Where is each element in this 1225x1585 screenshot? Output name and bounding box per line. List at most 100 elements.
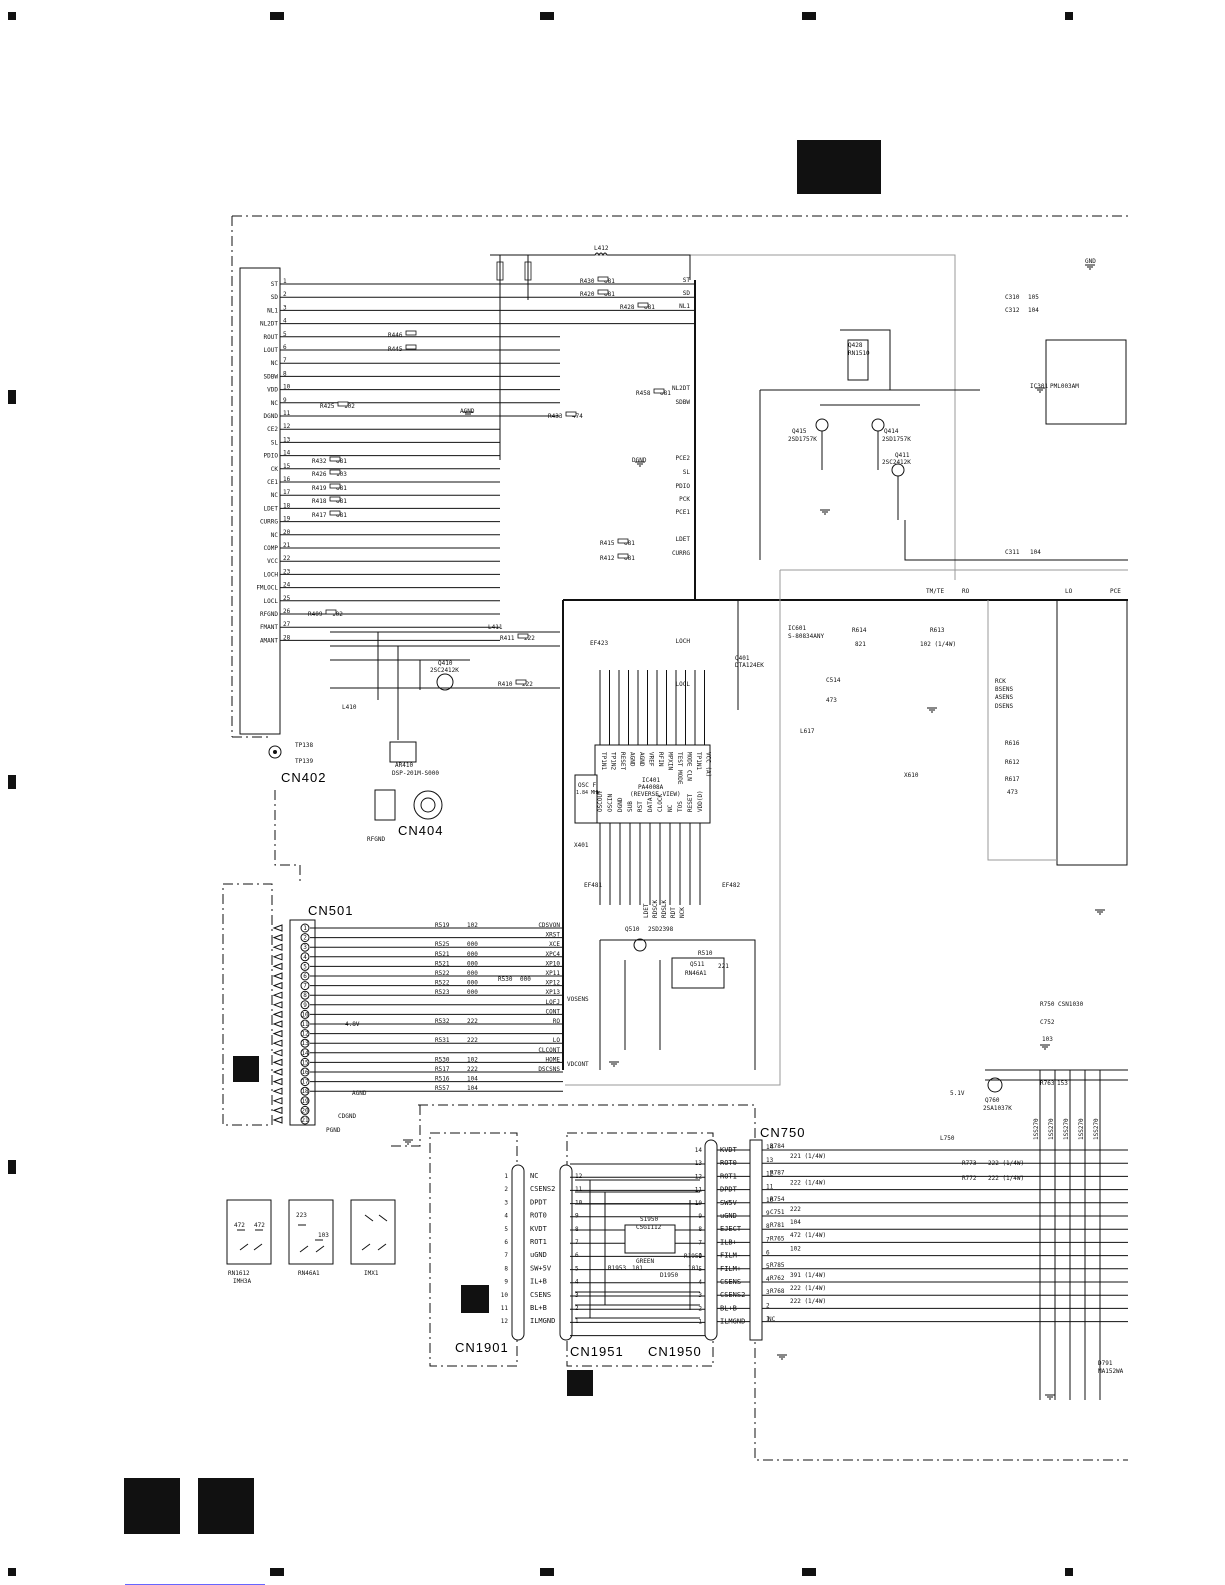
resistor-value: 103	[336, 471, 347, 478]
package-rn1612	[226, 1199, 272, 1265]
ic401-pin-label: DGND	[617, 797, 624, 812]
page-tab-b	[198, 1478, 254, 1534]
cn402-pin-name: VCC	[267, 558, 278, 565]
cn501-signal: XP13	[546, 989, 561, 996]
cn1950-body	[704, 1139, 718, 1341]
cn1950-pin-number: 8	[698, 1226, 702, 1233]
cn501-signal: LO	[553, 1037, 561, 1044]
r616-label: R616	[1005, 740, 1020, 747]
cn402-pin-number: 26	[283, 608, 291, 615]
green-label: GREEN	[636, 1258, 655, 1265]
resistor-ref: R417	[312, 512, 327, 519]
cn501-pin	[300, 1019, 310, 1029]
pkg-rn46a1-r1: 223	[296, 1212, 307, 1219]
cn1951-pin-number: 2	[575, 1305, 579, 1312]
cn501-arrow	[272, 1077, 283, 1086]
cn1951-label: CN1951	[570, 1344, 624, 1359]
cn501-resistor-value: 000	[467, 980, 478, 987]
cn501-signal: CLCONT	[538, 1047, 560, 1054]
cn1030-label: CSN1030	[1058, 1001, 1084, 1008]
cn501-resistor-value: 104	[467, 1076, 478, 1083]
cn402-pin-number: 3	[283, 304, 287, 311]
cn1951-pin-number: 4	[575, 1279, 579, 1286]
q411-part: 2SC2412K	[882, 459, 911, 466]
cn402-pin-name: DGND	[264, 413, 279, 420]
cn750-part-ref: C751	[770, 1209, 785, 1216]
cn750-part-value: 222 (1/4W)	[790, 1285, 826, 1292]
cn501-arrow	[272, 1097, 283, 1105]
package-rn46a1	[288, 1199, 334, 1265]
cn402-pin-name: RFGND	[260, 611, 278, 618]
resistor-ref: R458	[636, 390, 651, 397]
cn501-arrow	[272, 972, 283, 980]
resistor-symbol	[405, 330, 417, 336]
cn501-pin-number: 16	[301, 1069, 309, 1076]
ground-symbol	[1035, 387, 1045, 393]
resistor-symbol	[329, 496, 341, 502]
cn750-pin-number: 8	[766, 1223, 770, 1230]
resistor-ref: R409	[308, 611, 323, 618]
cn501-pin-number: 17	[301, 1079, 309, 1086]
cn402-pin-number: 22	[283, 555, 291, 562]
cn1901-signal: ROT1	[530, 1238, 547, 1246]
cn501-arrow	[272, 1010, 283, 1019]
ef481-label: EF481	[584, 882, 603, 889]
cn501-pin	[300, 933, 310, 943]
cn501-pin-number: 18	[301, 1088, 309, 1095]
cn402-pin-number: 1	[283, 278, 287, 285]
ic401-pin-label: CLOCK	[657, 794, 664, 812]
cn1951-pin-number: 5	[575, 1265, 579, 1272]
cn501-arrow	[272, 924, 283, 932]
cn750-pin-number: 4	[766, 1276, 770, 1283]
cn1950-pin-number: 2	[698, 1305, 702, 1312]
q511-part: RN46A1	[685, 970, 707, 977]
cn501-arrow	[272, 1029, 283, 1038]
cn501-pin	[300, 1009, 310, 1019]
diode-part: 1SS270	[1063, 1118, 1070, 1140]
cn501-pin	[300, 990, 310, 1000]
diode-part: 1SS270	[1078, 1118, 1085, 1140]
q410-symbol	[436, 673, 454, 691]
ic401-output-label: RDT	[670, 907, 677, 918]
bus-pce: PCE	[1110, 588, 1121, 595]
cn501-pin-number: 13	[301, 1040, 309, 1047]
resistor-symbol	[597, 289, 609, 295]
v48-label: 4.8V	[345, 1021, 360, 1028]
d1950-label: D1950	[660, 1272, 679, 1279]
cn501-arrow	[272, 1068, 283, 1076]
ic401-pin-label: TOS	[677, 801, 684, 812]
cn402-pin-number: 8	[283, 370, 287, 377]
cn750-pin-number: 12	[766, 1170, 774, 1177]
cn402-pin-number: 18	[283, 502, 291, 509]
cn501-arrow	[272, 953, 283, 961]
ground-symbol	[1040, 1044, 1050, 1050]
c752-label: C752	[1040, 1019, 1055, 1026]
ic301-body	[1045, 339, 1127, 425]
cn750-pin-number: 3	[766, 1289, 770, 1296]
c514-label: C514	[826, 677, 841, 684]
cn750-nc: NC	[768, 1316, 776, 1323]
cn402-pin-number: 23	[283, 568, 291, 575]
cn501-arrow	[272, 1039, 283, 1047]
cn402-pin-number: 9	[283, 397, 287, 404]
cn402-pin-number: 24	[283, 582, 291, 589]
cn501-arrow	[272, 933, 283, 942]
cn501-pin-number: 12	[301, 1031, 309, 1038]
l410-label: L410	[342, 704, 357, 711]
cn750-part-value: 472 (1/4W)	[790, 1232, 826, 1239]
bus-label: LOCL	[676, 681, 691, 688]
cn1901-signal: IL+B	[530, 1278, 547, 1286]
resistor-symbol	[565, 411, 577, 417]
cn750-part-ref: R787	[770, 1169, 785, 1176]
q414-label: Q414	[884, 428, 899, 435]
cn750-part-value: 102	[790, 1245, 801, 1252]
cn402-pin-number: 11	[283, 410, 291, 417]
ic401-part: PA4008A	[638, 784, 664, 791]
cn501-pin	[300, 942, 310, 952]
cn1901-pin-number: 7	[504, 1252, 508, 1259]
l617-label: L617	[800, 728, 815, 735]
ground-symbol	[927, 707, 937, 713]
r613-val: 102 (1/4W)	[920, 641, 957, 648]
cn501-signal: LOFJ	[546, 999, 560, 1006]
ground-symbol	[635, 461, 645, 467]
